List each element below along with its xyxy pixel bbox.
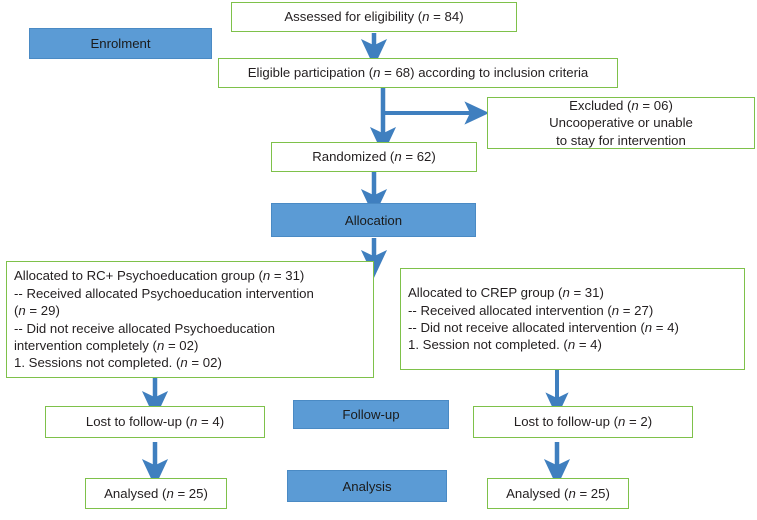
phase-label-allocation: Allocation [271, 203, 476, 237]
node-eligible-participation: Eligible participation (n = 68) accordin… [218, 58, 618, 88]
phase-label-followup: Follow-up [293, 400, 449, 429]
node-excluded-text: Excluded (n = 06)Uncooperative or unable… [549, 97, 693, 148]
node-allocated-crep: Allocated to CREP group (n = 31)-- Recei… [400, 268, 745, 370]
phase-label-enrolment-text: Enrolment [90, 36, 151, 51]
node-lost-to-followup-left: Lost to follow-up (n = 4) [45, 406, 265, 438]
node-lost-to-followup-right-text: Lost to follow-up (n = 2) [513, 414, 653, 430]
node-randomized-text: Randomized (n = 62) [312, 149, 436, 165]
phase-label-enrolment: Enrolment [29, 28, 212, 59]
node-assessed-for-eligibility: Assessed for eligibility (n = 84) [231, 2, 517, 32]
phase-label-analysis-text: Analysis [342, 478, 392, 494]
node-allocated-rc-psychoeducation: Allocated to RC+ Psychoeducation group (… [6, 261, 374, 378]
node-lost-to-followup-right: Lost to follow-up (n = 2) [473, 406, 693, 438]
phase-label-allocation-text: Allocation [344, 212, 403, 228]
node-analysed-left: Analysed (n = 25) [85, 478, 227, 509]
node-analysed-right-text: Analysed (n = 25) [506, 485, 610, 501]
node-allocated-rc-psychoeducation-text: Allocated to RC+ Psychoeducation group (… [14, 268, 314, 371]
node-allocated-crep-text: Allocated to CREP group (n = 31)-- Recei… [408, 285, 679, 353]
node-eligible-participation-text: Eligible participation (n = 68) accordin… [247, 65, 589, 81]
phase-label-followup-text: Follow-up [342, 407, 400, 422]
phase-label-analysis: Analysis [287, 470, 447, 502]
node-assessed-for-eligibility-text: Assessed for eligibility (n = 84) [284, 9, 464, 25]
node-analysed-right: Analysed (n = 25) [487, 478, 629, 509]
node-randomized: Randomized (n = 62) [271, 142, 477, 172]
node-excluded: Excluded (n = 06)Uncooperative or unable… [487, 97, 755, 149]
node-lost-to-followup-left-text: Lost to follow-up (n = 4) [85, 414, 225, 430]
node-analysed-left-text: Analysed (n = 25) [104, 485, 208, 501]
